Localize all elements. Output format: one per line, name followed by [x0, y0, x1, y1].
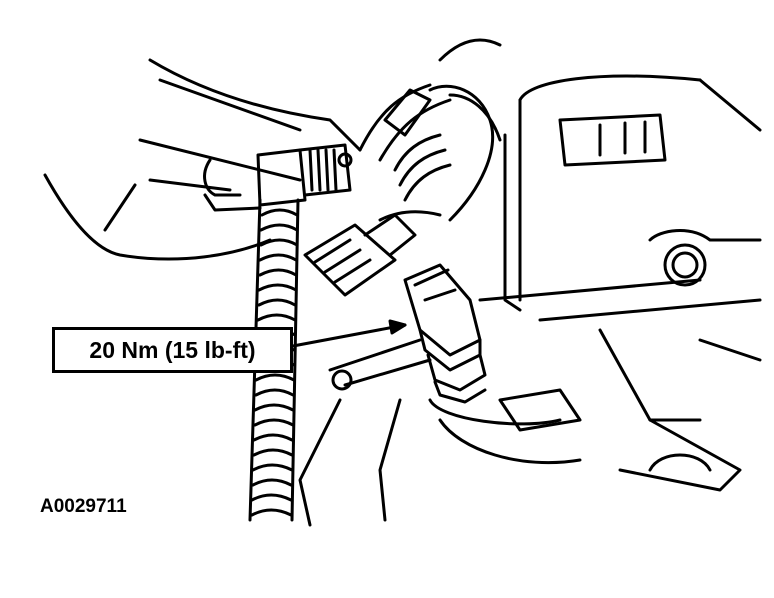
hose-fitting — [256, 143, 353, 207]
figure-id-label: A0029711 — [40, 496, 127, 517]
pressure-sensor — [403, 263, 487, 404]
torque-label: 20 Nm (15 lb-ft) — [89, 336, 256, 363]
wiring-harness — [358, 38, 502, 222]
engine-housing — [478, 74, 762, 492]
callout-leader — [291, 319, 407, 348]
lower-bracket — [298, 338, 582, 527]
frame-rail — [43, 58, 362, 261]
torque-callout: 20 Nm (15 lb-ft) — [52, 327, 293, 373]
electrical-connector — [303, 213, 417, 297]
